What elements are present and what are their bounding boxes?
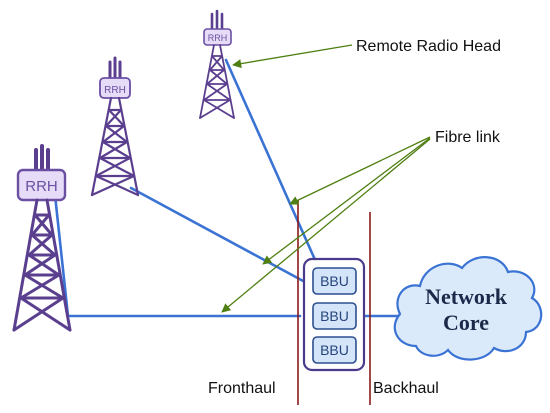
antenna-icon: [34, 144, 50, 172]
arrow-fibre-link-1: [289, 136, 431, 205]
bbu-unit: [312, 267, 357, 295]
arrow-fibre-link-2: [262, 137, 431, 265]
network-core-label-line1: Network: [425, 284, 508, 309]
cloud-shape: [393, 256, 543, 361]
fibre-link-label: Fibre link: [435, 129, 501, 146]
rrh-box-right: [203, 28, 232, 46]
tower-left: RRH: [12, 144, 72, 332]
bbu-label: BBU: [320, 342, 349, 358]
lattice-tower-left: [12, 198, 72, 332]
lattice-tower-right: [199, 44, 235, 119]
fibre-link-tower-middle: [129, 186, 307, 284]
rrh-box-middle: [99, 77, 131, 99]
annotation-arrows: [221, 44, 431, 313]
antenna-icon: [210, 9, 224, 30]
bbu-label: BBU: [320, 273, 349, 289]
bbu-unit: [312, 302, 357, 330]
bbu-unit: [312, 336, 357, 364]
tower-right: RRH: [199, 9, 235, 119]
arrow-fibre-link-3: [221, 138, 431, 313]
network-core-label-line2: Core: [443, 310, 489, 335]
fronthaul-label: Fronthaul: [208, 380, 276, 397]
fibre-link-tower-right: [224, 58, 318, 264]
rrh-label: RRH: [208, 33, 228, 43]
tower-middle: RRH: [90, 56, 140, 197]
backhaul-label: Backhaul: [373, 380, 439, 397]
arrow-remote-radio-head: [232, 44, 353, 69]
antenna-icon: [108, 56, 122, 79]
bbu-pool: BBU BBU BBU: [302, 257, 366, 372]
network-core-cloud: Network Core: [393, 256, 543, 361]
bbu-label: BBU: [320, 308, 349, 324]
rrh-label: RRH: [25, 178, 58, 195]
lattice-tower-middle: [90, 96, 140, 197]
rrh-label: RRH: [104, 85, 126, 96]
rrh-box-left: [16, 168, 67, 202]
remote-radio-head-label: Remote Radio Head: [356, 38, 501, 55]
